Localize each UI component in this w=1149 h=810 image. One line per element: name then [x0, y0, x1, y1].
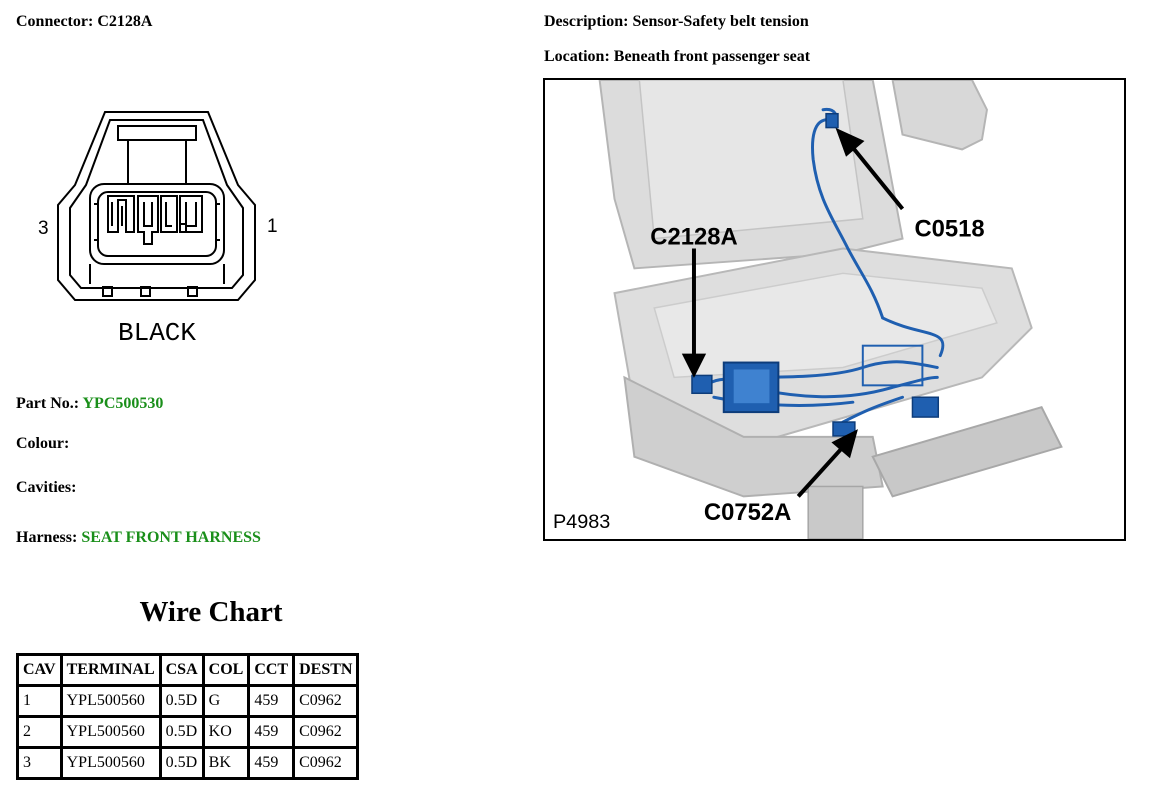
- callout-c0518: C0518: [914, 216, 984, 243]
- location-value: Beneath front passenger seat: [613, 48, 811, 65]
- table-header-row: CAV TERMINAL CSA COL CCT DESTN: [16, 653, 360, 687]
- location-label: Location:: [544, 48, 610, 65]
- harness-line: Harness: SEAT FRONT HARNESS: [16, 529, 261, 547]
- connector-colour-text: BLACK: [118, 318, 196, 348]
- column-header: CAV: [16, 653, 63, 687]
- terminal-cell: YPL500560: [59, 746, 162, 780]
- csa-cell: 0.5D: [158, 684, 205, 718]
- pin-label-right: 1: [267, 216, 278, 237]
- col-cell: BK: [201, 746, 251, 780]
- location-photo: C0518 C2128A C0752A P4983: [543, 78, 1126, 541]
- connector-face-diagram: 3 1 BLACK: [30, 100, 290, 350]
- destn-cell: C0962: [292, 684, 360, 718]
- column-header: DESTN: [292, 653, 360, 687]
- destn-cell: C0962: [292, 746, 360, 780]
- part-number-link[interactable]: YPC500530: [82, 395, 164, 412]
- connector-value: C2128A: [97, 13, 153, 30]
- colour-line: Colour:: [16, 435, 69, 453]
- column-header: COL: [201, 653, 251, 687]
- cav-cell: 1: [16, 684, 63, 718]
- terminal-cell: YPL500560: [59, 715, 162, 749]
- connector-line: Connector: C2128A: [16, 13, 152, 31]
- colour-label: Colour:: [16, 435, 70, 452]
- col-cell: G: [201, 684, 251, 718]
- column-header: CCT: [247, 653, 296, 687]
- cavities-label: Cavities:: [16, 479, 77, 496]
- column-header: CSA: [158, 653, 205, 687]
- part-number-label: Part No.:: [16, 395, 80, 412]
- connector-label: Connector:: [16, 13, 94, 30]
- cct-cell: 459: [247, 746, 296, 780]
- description-value: Sensor-Safety belt tension: [632, 13, 809, 30]
- table-row: 1 YPL500560 0.5D G 459 C0962: [16, 684, 360, 718]
- location-line: Location: Beneath front passenger seat: [544, 48, 810, 66]
- terminal-cell: YPL500560: [59, 684, 162, 718]
- table-row: 3 YPL500560 0.5D BK 459 C0962: [16, 746, 360, 780]
- col-cell: KO: [201, 715, 251, 749]
- callout-c0752a: C0752A: [704, 499, 791, 526]
- wire-chart-table: CAV TERMINAL CSA COL CCT DESTN 1 YPL5005…: [16, 653, 360, 780]
- cct-cell: 459: [247, 715, 296, 749]
- connector-face-icon: 3 1 BLACK: [38, 111, 278, 348]
- description-line: Description: Sensor-Safety belt tension: [544, 13, 809, 31]
- harness-link[interactable]: SEAT FRONT HARNESS: [81, 529, 261, 546]
- csa-cell: 0.5D: [158, 715, 205, 749]
- destn-cell: C0962: [292, 715, 360, 749]
- harness-label: Harness:: [16, 529, 78, 546]
- wire-chart-title: Wire Chart: [139, 596, 283, 628]
- column-header: TERMINAL: [59, 653, 162, 687]
- photo-code: P4983: [553, 511, 610, 533]
- pin-label-left: 3: [38, 218, 49, 239]
- part-number-line: Part No.: YPC500530: [16, 395, 163, 413]
- cct-cell: 459: [247, 684, 296, 718]
- table-row: 2 YPL500560 0.5D KO 459 C0962: [16, 715, 360, 749]
- cavities-line: Cavities:: [16, 479, 76, 497]
- csa-cell: 0.5D: [158, 746, 205, 780]
- description-label: Description:: [544, 13, 629, 30]
- cav-cell: 3: [16, 746, 63, 780]
- seat-illustration: C0518 C2128A C0752A P4983: [545, 80, 1124, 539]
- cav-cell: 2: [16, 715, 63, 749]
- callout-c2128a: C2128A: [650, 224, 737, 251]
